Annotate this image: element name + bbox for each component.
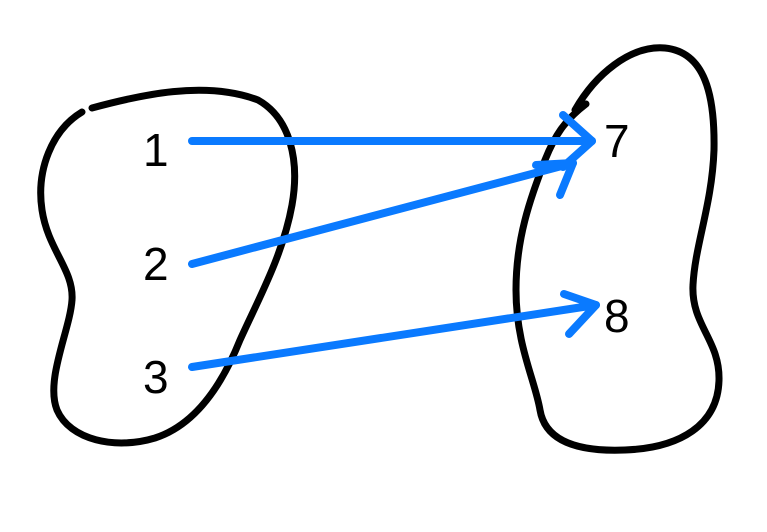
arrow-2-to-7 — [188, 159, 577, 268]
domain-element-2: 2 — [143, 238, 169, 290]
arrowhead-3-to-8 — [560, 290, 600, 338]
arrowhead-2-to-7 — [532, 159, 577, 199]
domain-element-3: 3 — [143, 351, 169, 403]
codomain-element-7: 7 — [604, 115, 630, 167]
arrow-3-to-8 — [188, 301, 600, 371]
codomain-set-outline — [512, 44, 723, 454]
domain-set-outline — [37, 86, 299, 447]
domain-element-1: 1 — [143, 124, 169, 176]
codomain-element-8: 8 — [604, 290, 630, 342]
arrowhead-1-to-7 — [559, 111, 596, 171]
